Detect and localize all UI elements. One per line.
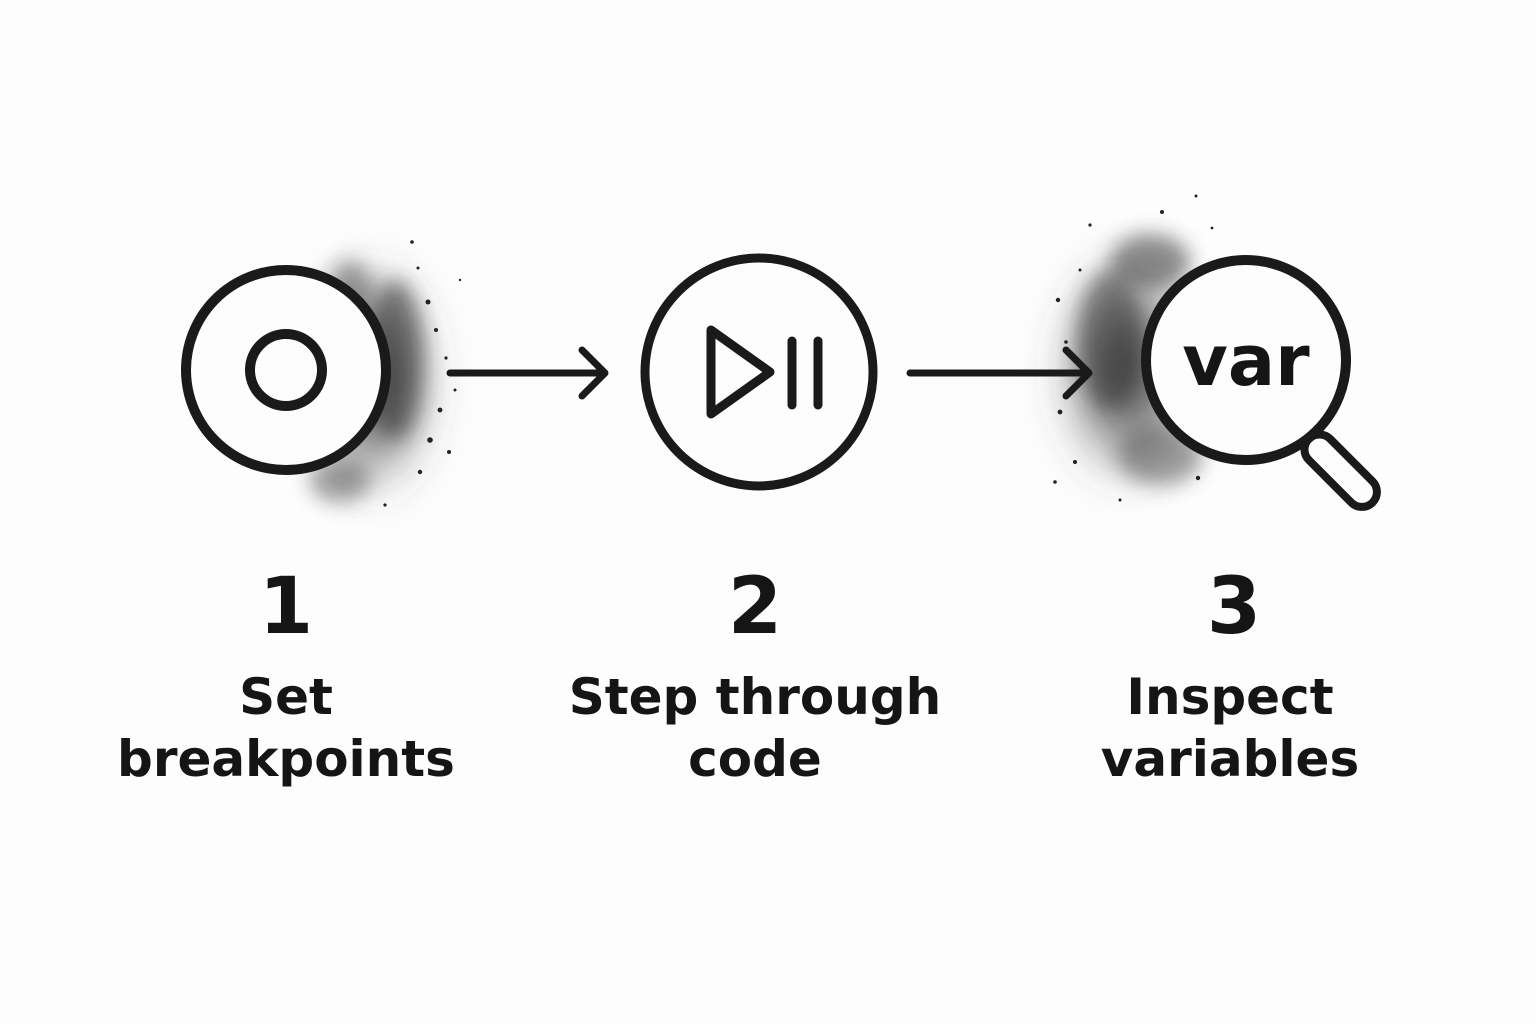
step-1-number: 1 bbox=[258, 562, 314, 652]
step-3-number: 3 bbox=[1206, 562, 1262, 652]
magnifier-var-text: var bbox=[1182, 320, 1310, 402]
step-1-label: Set breakpoints bbox=[117, 668, 455, 788]
step-2-label: Step through code bbox=[568, 668, 942, 788]
step-3-label: Inspect variables bbox=[1100, 668, 1360, 788]
step-2-number: 2 bbox=[727, 562, 783, 652]
arrow-right-icon bbox=[906, 346, 1093, 400]
play-pause-icon bbox=[640, 253, 878, 491]
breakpoint-icon bbox=[181, 265, 391, 475]
arrow-right-icon bbox=[446, 346, 609, 400]
magnifier-icon: var bbox=[1141, 255, 1381, 511]
